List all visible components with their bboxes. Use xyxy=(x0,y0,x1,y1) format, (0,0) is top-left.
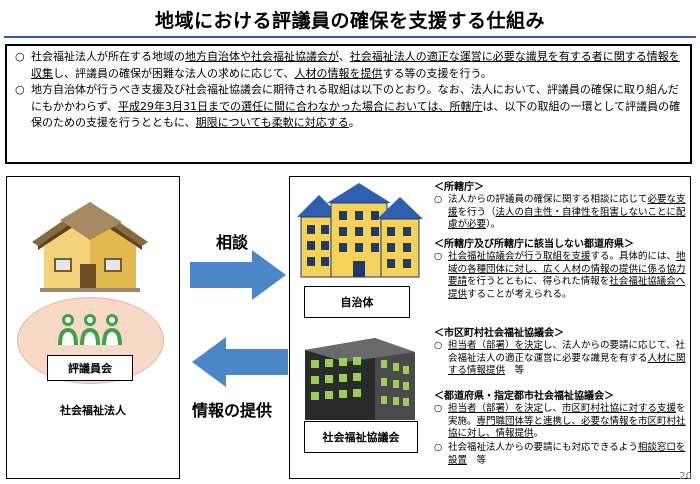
underlined-text: 人材に関する情報提供 xyxy=(448,352,686,377)
text-segment: 。 xyxy=(533,428,544,440)
text-segment: 等 xyxy=(467,454,487,466)
intro-box: ○ 社会福祉法人が所在する地域の地方自治体や社会福祉協議会が、社会福祉法人の適正… xyxy=(5,44,692,164)
text-segment: 社会福祉法人が所在する地域の xyxy=(31,50,185,63)
underlined-text: 専門職団体等と連携し、必要な情報を市区町村社協に対し、情報提供 xyxy=(448,415,686,440)
underlined-text: 相談窓口を設置 xyxy=(448,442,686,466)
council-label: 社会福祉協議会 xyxy=(304,421,418,453)
underlined-text: 地域の各種団体に対し、広く人材の情報の提供に係る協力要請 xyxy=(448,251,686,288)
people-icon xyxy=(58,314,122,345)
government-building-icon xyxy=(297,183,423,278)
intro-paragraph-2: ○ 地方自治体が行うべき支援及び社会福祉協議会に期待される取組は以下のとおり。な… xyxy=(15,82,682,132)
underlined-text: 社会福祉協議会が行う取組を支援 xyxy=(448,251,591,262)
bullet-circle: ○ xyxy=(434,251,443,262)
text-segment: は、以下の取組の一環として評議員の確保のための支援を行うとともに、 xyxy=(31,99,681,130)
text-segment: 。 xyxy=(348,116,360,129)
underlined-text: 地方自治体や社会福祉協議会が xyxy=(185,50,339,63)
bullet-circle: ○ xyxy=(434,442,443,453)
text-segment: し、評議員の確保が困難な法人の求めに応じて、 xyxy=(53,66,295,80)
info-provision-label: 情報の提供 xyxy=(192,401,273,420)
bullet-circle: ○ xyxy=(434,403,443,414)
text-segment: する。具体的には、 xyxy=(590,251,677,262)
corporation-label: 社会福祉法人 xyxy=(60,404,126,417)
text-segment: ）。 xyxy=(486,219,501,231)
underlined-text: 社会福祉協議会へ提供 xyxy=(448,276,686,300)
bullet-circle: ○ xyxy=(15,50,25,63)
consultation-label: 相談 xyxy=(216,233,249,252)
section-item: ○ 担当者（部署）を決定し、市区町村社協に対する支援を実施。専門職団体等と連携し… xyxy=(434,403,688,441)
text-segment: し、 xyxy=(543,403,563,414)
section-item-text: 社会福祉協議会が行う取組を支援する。具体的には、地域の各種団体に対し、広く人材の… xyxy=(448,251,688,301)
text-segment: 地方自治体が行うべき支援及び社会福祉協議会に期待される取組は以下のとおり。なお、… xyxy=(31,83,679,113)
underlined-text: 人材の情報を提供 xyxy=(294,66,383,80)
text-segment: を行う（ xyxy=(457,206,496,218)
underlined-text: 社会福祉法人の適正な運営に必要な識見を有する者に関する情報を収集 xyxy=(31,50,680,80)
bullet-circle: ○ xyxy=(434,340,443,351)
text-segment: することが考えられる。 xyxy=(467,288,572,300)
intro-paragraph-1: ○ 社会福祉法人が所在する地域の地方自治体や社会福祉協議会が、社会福祉法人の適正… xyxy=(15,49,682,82)
bullet-circle: ○ xyxy=(15,83,25,96)
section-item: ○ 社会福祉協議会が行う取組を支援する。具体的には、地域の各種団体に対し、広く人… xyxy=(434,251,688,301)
section-item-text: 担当者（部署）を決定し、法人からの要請に応じて、社会福祉法人の適正な運営に必要な… xyxy=(448,340,688,378)
underlined-text: 市区町村社協に対する支援 xyxy=(562,403,677,414)
section-heading-prefectural-council: ＜都道府県・指定都市社会福祉協議会＞ xyxy=(434,391,614,402)
section-item-text: 社会福祉法人からの要請にも対応できるよう相談窓口を設置 等 xyxy=(448,442,688,467)
underlined-text: 平成29年3月31日までの選任に間に合わなかった場合においては、所轄庁 xyxy=(118,99,483,113)
section-item-text: 法人からの評議員の確保に関する相談に応じて必要な支援を行う（法人の自主性・自律性… xyxy=(448,194,688,232)
arrow-right-icon xyxy=(190,250,286,300)
text-segment: を実施。 xyxy=(448,403,686,427)
underlined-text: 法人の自主性・自律性を阻害しないことに配慮が必要 xyxy=(448,206,686,231)
house-icon xyxy=(32,202,148,292)
intro-paragraph-2-text: 地方自治体が行うべき支援及び社会福祉協議会に期待される取組は以下のとおり。なお、… xyxy=(31,82,682,132)
text-segment: を行うとともに、得られた情報を xyxy=(467,276,610,288)
section-item-text: 担当者（部署）を決定し、市区町村社協に対する支援を実施。専門職団体等と連携し、必… xyxy=(448,403,688,441)
page-number: 20 xyxy=(679,471,692,482)
intro-paragraph-1-text: 社会福祉法人が所在する地域の地方自治体や社会福祉協議会が、社会福祉法人の適正な運… xyxy=(31,49,682,82)
text-segment: する等の支援を行う。 xyxy=(382,66,492,80)
text-segment: 法人からの評議員の確保に関する相談に応じて xyxy=(448,194,648,205)
text-segment: 、 xyxy=(338,50,350,63)
government-label: 自治体 xyxy=(304,286,410,318)
title-divider xyxy=(4,36,696,38)
underlined-text: 期限についても柔軟に対応する xyxy=(195,116,349,129)
text-segment: し、法人からの要請に応じて、社会福祉法人の適正な運営に必要な識見を有する xyxy=(448,340,686,364)
section-heading-municipal-council: ＜市区町村社会福祉協議会＞ xyxy=(434,328,564,339)
underlined-text: 担当者（部署）を決定 xyxy=(448,403,544,414)
page-title: 地域における評議員の確保を支援する仕組み xyxy=(154,10,545,32)
underlined-text: 必要な支援 xyxy=(448,194,686,218)
text-segment: 社会福祉法人からの要請にも対応できるよう xyxy=(448,442,638,453)
arrow-left-icon xyxy=(192,337,288,387)
section-heading-prefecture: ＜所轄庁及び所轄庁に該当しない都道府県＞ xyxy=(434,239,634,250)
section-item: ○ 法人からの評議員の確保に関する相談に応じて必要な支援を行う（法人の自主性・自… xyxy=(434,194,688,232)
bullet-circle: ○ xyxy=(434,194,443,205)
text-segment: 等 xyxy=(505,365,525,377)
section-heading-competent-authority: ＜所轄庁＞ xyxy=(434,182,484,193)
committee-label: 評議員会 xyxy=(47,355,133,381)
section-item: ○ 担当者（部署）を決定し、法人からの要請に応じて、社会福祉法人の適正な運営に必… xyxy=(434,340,688,378)
section-item: ○ 社会福祉法人からの要請にも対応できるよう相談窓口を設置 等 xyxy=(434,442,688,467)
office-building-icon xyxy=(305,338,415,420)
underlined-text: 担当者（部署）を決定 xyxy=(448,340,544,351)
